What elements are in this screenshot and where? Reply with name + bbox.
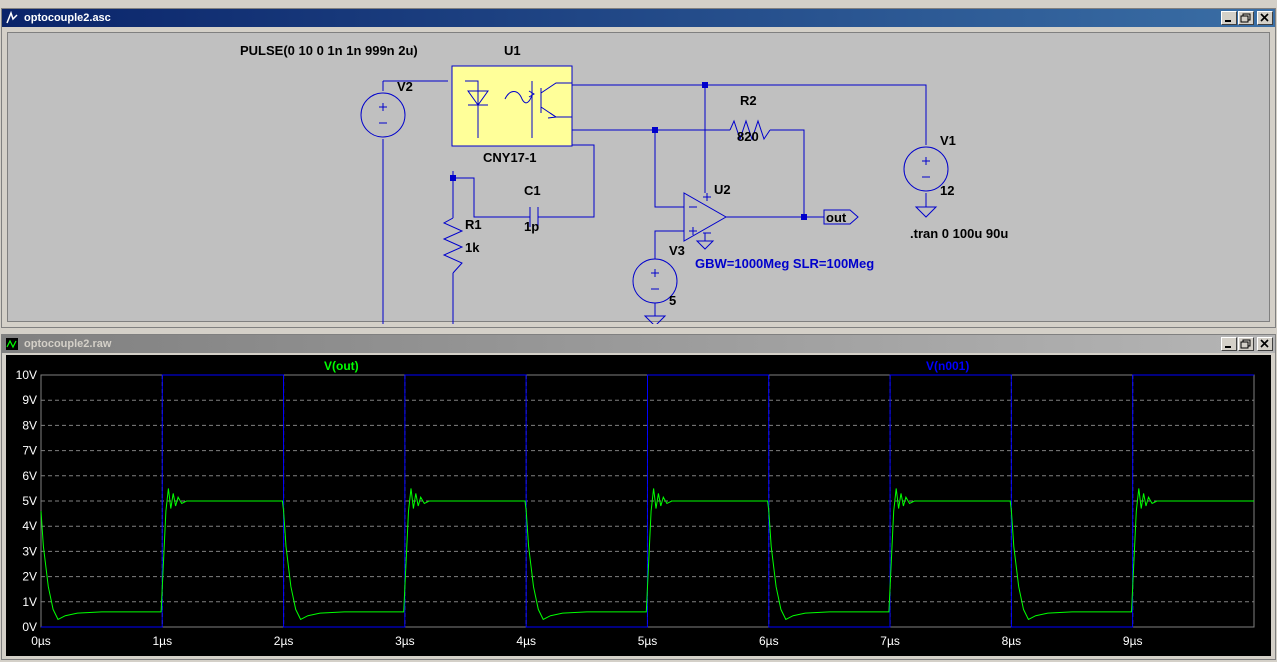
- v1-label: V1: [940, 133, 956, 148]
- x-tick-label: 5µs: [638, 634, 658, 648]
- out-label-text: out: [826, 210, 847, 225]
- u2-opamp[interactable]: [683, 192, 728, 242]
- y-tick-label: 7V: [22, 444, 37, 458]
- x-tick-label: 8µs: [1002, 634, 1022, 648]
- waveform-plot-area[interactable]: V(out) V(n001) 0V 1V 2V 3V 4V 5V 6V 7V 8V 9V 10V 0µ…: [6, 355, 1271, 656]
- v3-value: 5: [669, 293, 676, 308]
- waveform-chart[interactable]: V(out) V(n001) 0V 1V 2V 3V 4V 5V 6V 7V 8V 9V 10V 0µ…: [6, 355, 1273, 658]
- schematic-titlebar[interactable]: optocouple2.asc: [2, 9, 1275, 27]
- close-icon: [1260, 13, 1269, 22]
- r2-label: R2: [740, 93, 757, 108]
- v3-voltage-source[interactable]: [632, 258, 678, 304]
- restore-icon: [1240, 339, 1251, 349]
- plot-close-button[interactable]: [1257, 337, 1273, 351]
- r1-resistor[interactable]: [442, 217, 464, 274]
- opamp-params-label[interactable]: GBW=1000Meg SLR=100Meg: [695, 256, 874, 271]
- v1-voltage-source[interactable]: [903, 146, 949, 192]
- x-tick-label: 1µs: [153, 634, 173, 648]
- x-tick-label: 6µs: [759, 634, 779, 648]
- v2-label: V2: [397, 79, 413, 94]
- y-tick-label: 6V: [22, 469, 37, 483]
- c1-label: C1: [524, 183, 541, 198]
- minimize-button[interactable]: [1221, 11, 1237, 25]
- y-tick-label: 8V: [22, 418, 37, 432]
- y-tick-label: 10V: [16, 368, 37, 382]
- u1-part-label: CNY17-1: [483, 150, 536, 165]
- restore-icon: [1240, 13, 1251, 23]
- wires: [382, 80, 927, 333]
- r1-label: R1: [465, 217, 482, 232]
- plot-minimize-button[interactable]: [1221, 337, 1237, 351]
- v2-pulse-label: PULSE(0 10 0 1n 1n 999n 2u): [240, 43, 418, 58]
- r1-value: 1k: [465, 240, 480, 255]
- schematic-window[interactable]: optocouple2.asc: [1, 8, 1276, 344]
- y-tick-label: 3V: [22, 544, 37, 558]
- close-icon: [1260, 339, 1269, 348]
- u1-optocoupler[interactable]: [451, 65, 573, 147]
- y-tick-label: 5V: [22, 494, 37, 508]
- plot-titlebar[interactable]: optocouple2.raw: [2, 335, 1275, 353]
- schematic-app-icon: [6, 11, 18, 24]
- trace-label-vout[interactable]: V(out): [324, 359, 359, 373]
- trace-v-out[interactable]: [40, 488, 1254, 621]
- x-tick-label: 0µs: [31, 634, 51, 648]
- schematic-canvas[interactable]: PULSE(0 10 0 1n 1n 999n 2u) U1 CNY17-1 V…: [7, 32, 1270, 344]
- x-tick-label: 2µs: [274, 634, 294, 648]
- y-tick-label: 4V: [22, 519, 37, 533]
- restore-button[interactable]: [1238, 11, 1254, 25]
- minimize-icon: [1225, 20, 1231, 22]
- x-tick-label: 3µs: [395, 634, 415, 648]
- r2-resistor[interactable]: [729, 119, 771, 141]
- junction-dots: [450, 82, 807, 220]
- u1-body: [451, 65, 573, 147]
- x-tick-label: 9µs: [1123, 634, 1143, 648]
- v3-label: V3: [669, 243, 685, 258]
- c1-capacitor[interactable]: [529, 207, 539, 227]
- plot-window[interactable]: optocouple2.raw V(out) V(n001) 0V 1V 2V 3V 4…: [1, 334, 1276, 660]
- c1-value: 1p: [524, 219, 539, 234]
- u2-label: U2: [714, 182, 731, 197]
- v2-voltage-source[interactable]: [360, 92, 406, 138]
- trace-label-vn001[interactable]: V(n001): [926, 359, 969, 373]
- y-tick-label: 9V: [22, 393, 37, 407]
- minimize-icon: [1225, 346, 1231, 348]
- schematic-window-title: optocouple2.asc: [24, 12, 111, 24]
- x-tick-label: 7µs: [880, 634, 900, 648]
- x-tick-label: 4µs: [516, 634, 536, 648]
- tran-directive[interactable]: .tran 0 100u 90u: [910, 226, 1008, 241]
- y-tick-label: 2V: [22, 570, 37, 584]
- v1-value: 12: [940, 183, 954, 198]
- close-button[interactable]: [1257, 11, 1273, 25]
- u1-label: U1: [504, 43, 521, 58]
- schematic-drawing: PULSE(0 10 0 1n 1n 999n 2u) U1 CNY17-1 V…: [240, 43, 1008, 344]
- y-tick-label: 0V: [22, 620, 37, 634]
- y-tick-label: 1V: [22, 595, 37, 609]
- trace-v-n001[interactable]: [41, 374, 1254, 628]
- out-net-label[interactable]: [823, 209, 859, 225]
- plot-window-title: optocouple2.raw: [24, 338, 112, 350]
- plot-restore-button[interactable]: [1238, 337, 1254, 351]
- r2-value: 820: [737, 129, 759, 144]
- waveform-app-icon: [6, 338, 18, 350]
